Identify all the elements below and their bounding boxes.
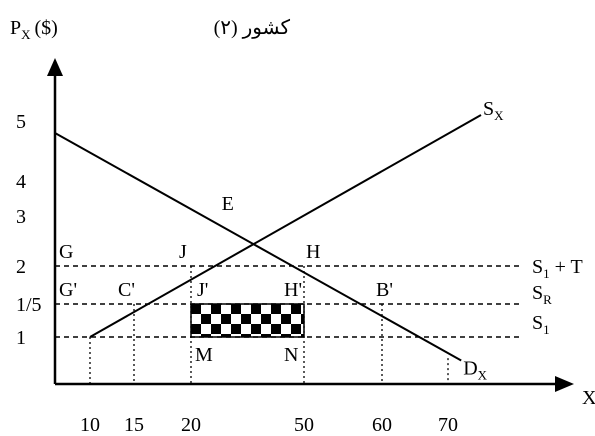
level-label-sub: 1 — [543, 266, 550, 281]
diagram-title: كشور (۲) — [214, 17, 291, 39]
point-label-g-prime: G' — [59, 279, 77, 301]
x-tick-50: 50 — [294, 414, 314, 436]
y-axis-label-unit: ($) — [35, 17, 58, 39]
point-label-c-prime: C' — [118, 279, 135, 301]
curve-dx — [54, 132, 462, 362]
x-axis-label: X — [582, 387, 595, 409]
point-label-h: H — [306, 241, 320, 263]
level-label-main: S — [532, 282, 543, 304]
point-label-m: M — [195, 344, 213, 366]
x-tick-70: 70 — [438, 414, 458, 436]
point-label-j: J — [179, 241, 187, 263]
y-axis-label-main: P — [10, 17, 21, 39]
x-axis-arrowhead — [555, 376, 574, 392]
y-tick-1: 1 — [16, 327, 26, 349]
point-label-e: E — [222, 193, 234, 215]
point-label-h-prime: H' — [284, 279, 302, 301]
point-label-g: G — [59, 241, 73, 263]
level-label-main: S — [532, 312, 543, 334]
curve-label-dx: DX — [463, 358, 487, 383]
y-axis-label: PX ($) — [10, 17, 58, 42]
x-tick-15: 15 — [124, 414, 144, 436]
y-tick-2: 2 — [16, 256, 26, 278]
x-tick-10: 10 — [80, 414, 100, 436]
level-label-3: S1 — [532, 312, 550, 337]
level-label-sub: R — [543, 292, 552, 307]
curve-label-main: S — [483, 98, 494, 120]
curve-label-sub: X — [494, 108, 504, 123]
level-label-main: S — [532, 256, 543, 278]
y-axis-label-sub: X — [21, 27, 31, 42]
point-labels: E G J H G' C' J' H' B' M N — [59, 193, 393, 366]
level-label-suffix: + T — [550, 256, 583, 278]
curve-label-main: D — [463, 358, 477, 380]
y-tick-15: 1/5 — [16, 294, 42, 316]
shaded-region — [190, 303, 305, 338]
y-axis-arrowhead — [47, 58, 63, 76]
curve-label-sx: SX — [483, 98, 504, 123]
reference-lines — [55, 265, 520, 384]
x-tick-60: 60 — [372, 414, 392, 436]
y-tick-5: 5 — [16, 111, 26, 133]
y-tick-3: 3 — [16, 206, 26, 228]
point-label-j-prime: J' — [197, 279, 208, 301]
curve-sx — [89, 114, 482, 338]
point-label-b-prime: B' — [376, 279, 393, 301]
curve-label-sub: X — [478, 368, 488, 383]
y-tick-4: 4 — [16, 171, 26, 193]
tick-labels: 5 4 3 2 1/5 1 10 15 20 50 60 70 — [16, 111, 458, 436]
x-tick-20: 20 — [181, 414, 201, 436]
level-label-2: SR — [532, 282, 552, 307]
point-label-n: N — [284, 344, 298, 366]
level-label-sub: 1 — [543, 322, 550, 337]
level-label-1: S1 + T — [532, 256, 583, 281]
